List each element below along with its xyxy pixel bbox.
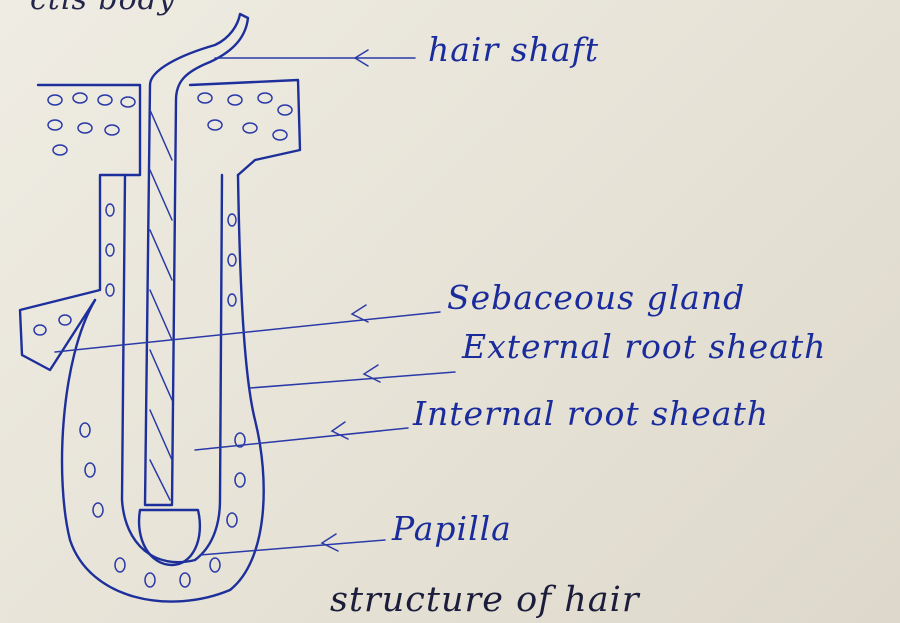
label-internal-root-sheath: Internal root sheath: [413, 394, 769, 433]
label-papilla: Papilla: [392, 509, 512, 548]
epidermis-left: [20, 85, 140, 370]
label-sebaceous-gland: Sebaceous gland: [447, 278, 745, 317]
diagram-caption: structure of hair: [330, 580, 640, 620]
papilla: [139, 510, 200, 565]
top-text: ctis body: [30, 0, 176, 17]
epidermis-right: [190, 80, 300, 175]
hair-shaft: [145, 14, 248, 505]
follicle-outer-wall: [62, 175, 264, 602]
epidermal-cells: [34, 93, 292, 587]
shaft-hatching: [150, 110, 172, 500]
label-hair-shaft: hair shaft: [428, 30, 599, 69]
label-external-root-sheath: External root sheath: [462, 327, 826, 366]
